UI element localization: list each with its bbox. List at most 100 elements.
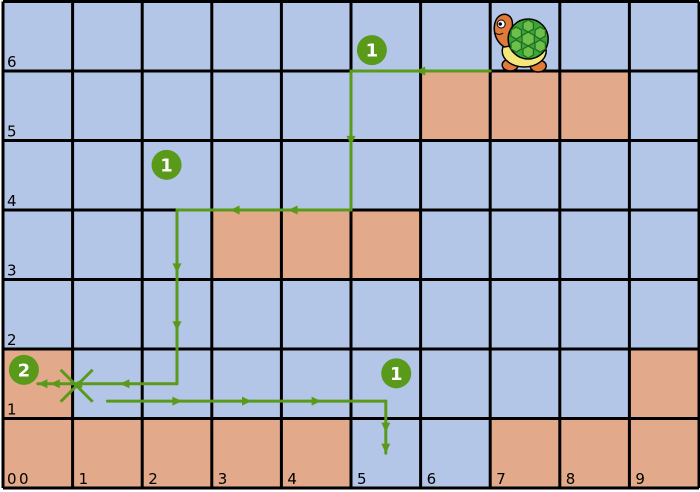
- blocked-cell: [281, 418, 351, 488]
- free-cell: [629, 140, 699, 210]
- blocked-cell: [211, 210, 282, 280]
- column-label: 8: [566, 470, 576, 488]
- free-cell: [72, 279, 143, 349]
- free-cell: [420, 1, 491, 71]
- free-cell: [351, 140, 421, 210]
- free-cell: [211, 349, 282, 419]
- free-cell: [559, 210, 630, 280]
- column-label: 9: [635, 470, 645, 488]
- free-cell: [490, 279, 560, 349]
- path-arrowhead: [415, 66, 426, 76]
- blocked-cell: [72, 418, 143, 488]
- free-cell: [3, 140, 73, 210]
- path-arrowhead: [119, 379, 130, 389]
- row-label: 3: [7, 262, 17, 280]
- path-arrowhead: [381, 443, 391, 454]
- blocked-cell: [559, 71, 630, 141]
- path-arrowhead: [242, 396, 252, 406]
- free-cell: [629, 279, 699, 349]
- blocked-cell: [281, 210, 351, 280]
- row-label: 1: [7, 401, 17, 419]
- column-label: 2: [148, 470, 158, 488]
- blocked-cell: [142, 418, 212, 488]
- path-arrowhead: [172, 263, 182, 273]
- free-cell: [559, 140, 630, 210]
- row-label: 4: [7, 192, 17, 210]
- path-arrowhead: [50, 379, 60, 389]
- blocked-cell: [3, 418, 73, 488]
- path-arrowhead: [381, 422, 391, 433]
- free-cell: [420, 210, 491, 280]
- free-cell: [72, 1, 143, 71]
- cross-marker: [59, 368, 94, 403]
- free-cell: [351, 71, 421, 141]
- free-cell: [559, 349, 630, 419]
- blocked-cell: [629, 349, 699, 419]
- free-cell: [211, 71, 282, 141]
- free-cell: [3, 1, 73, 71]
- column-label: 5: [357, 470, 367, 488]
- free-cell: [351, 279, 421, 349]
- step-badge: [8, 354, 39, 385]
- free-cell: [72, 140, 143, 210]
- free-cell: [490, 140, 560, 210]
- step-badge-label: 2: [18, 360, 31, 381]
- free-cell: [281, 1, 351, 71]
- free-cell: [420, 279, 491, 349]
- step-badge-label: 1: [366, 41, 379, 62]
- blocked-cell: [490, 418, 560, 488]
- column-label: 4: [287, 470, 297, 488]
- step-badge-label: 1: [160, 155, 173, 176]
- free-cell: [3, 279, 73, 349]
- free-cell: [629, 1, 699, 71]
- row-label: 0: [7, 470, 17, 488]
- free-cell: [211, 140, 282, 210]
- turtle-icon: [493, 13, 549, 73]
- free-cell: [629, 210, 699, 280]
- free-cell: [420, 140, 491, 210]
- path-arrowhead: [288, 205, 298, 215]
- blocked-cell: [351, 210, 421, 280]
- path-arrowhead: [172, 396, 182, 406]
- free-cell: [281, 140, 351, 210]
- step-badge: [356, 35, 387, 66]
- free-cell: [72, 71, 143, 141]
- free-cell: [142, 1, 212, 71]
- blocked-cell: [490, 71, 560, 141]
- free-cell: [211, 279, 282, 349]
- column-label: 1: [79, 470, 89, 488]
- column-label: 6: [427, 470, 437, 488]
- row-label: 2: [7, 331, 17, 349]
- free-cell: [142, 71, 212, 141]
- path-arrowhead: [37, 379, 48, 389]
- path-arrowhead: [311, 396, 322, 406]
- blocked-cell: [420, 71, 491, 141]
- column-label: 0: [19, 470, 29, 488]
- path-arrowhead: [230, 205, 240, 215]
- free-cell: [559, 279, 630, 349]
- free-cell: [629, 71, 699, 141]
- free-cell: [490, 349, 560, 419]
- column-label: 7: [496, 470, 506, 488]
- row-label: 5: [7, 123, 17, 141]
- blocked-cell: [559, 418, 630, 488]
- free-cell: [211, 1, 282, 71]
- free-cell: [281, 279, 351, 349]
- free-cell: [281, 71, 351, 141]
- column-label: 3: [218, 470, 228, 488]
- blocked-cell: [629, 418, 699, 488]
- free-cell: [72, 210, 143, 280]
- step-badge: [151, 149, 182, 180]
- path-arrowhead: [346, 135, 356, 146]
- step-badge: [381, 358, 412, 389]
- free-cell: [490, 210, 560, 280]
- free-cell: [559, 1, 630, 71]
- blocked-cell: [211, 418, 282, 488]
- free-cell: [3, 210, 73, 280]
- step-badge-label: 1: [390, 364, 403, 385]
- free-cell: [281, 349, 351, 419]
- free-cell: [420, 349, 491, 419]
- row-label: 6: [7, 53, 17, 71]
